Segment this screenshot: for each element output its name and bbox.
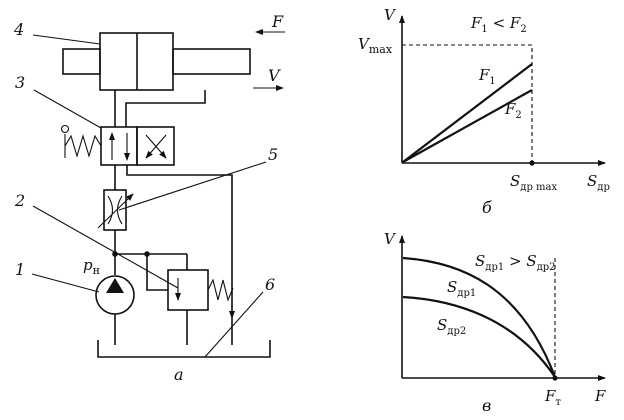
hydraulic-schematic: F V 4 3 5 2 1 6 pн а (13, 12, 285, 384)
pressure-line (112, 230, 188, 291)
graph-c-condition: Sдр1 > Sдр2 (475, 252, 556, 273)
label-throttle: 5 (268, 145, 278, 164)
force-label: F (271, 12, 284, 31)
graph-c-ft-label: Fт (544, 387, 561, 408)
valve-lines (114, 165, 235, 345)
graph-b-max-guides (402, 44, 533, 163)
hydraulic-pump (95, 275, 135, 345)
graph-b-xmax-label: Sдр max (510, 172, 557, 193)
graph-b-series-f1-label: F1 (478, 66, 496, 87)
graph-b-y-label: V (384, 6, 397, 24)
graph-b-series-f2 (402, 89, 533, 163)
graph-b-condition: F1 < F2 (470, 14, 527, 35)
graph-b-ymax-label: Vmax (358, 35, 393, 56)
graph-speed-vs-throttle: V Vmax F1 < F2 F1 F2 Sдр max Sдр б (358, 6, 610, 217)
pump-pressure-label: pн (83, 256, 100, 277)
hydraulic-cylinder (62, 32, 251, 91)
oil-tank (97, 340, 271, 358)
graph-c-series-s2 (402, 295, 556, 378)
label-tank: 6 (265, 275, 275, 294)
callout-leaders (31, 34, 267, 358)
label-directional-valve: 3 (15, 73, 25, 92)
velocity-arrow: V (253, 66, 284, 91)
graph-c-y-label: V (384, 230, 397, 248)
graph-c-x-label: F (594, 387, 606, 405)
graph-b-series-f2-label: F2 (504, 100, 522, 121)
graph-c-series-s2-label: Sдр2 (437, 316, 466, 337)
graph-b-x-label: Sдр (587, 172, 610, 193)
caption-a: а (174, 365, 184, 384)
velocity-label: V (268, 66, 281, 85)
caption-b: б (482, 198, 492, 217)
label-cylinder: 4 (13, 20, 24, 39)
label-relief-valve: 2 (14, 191, 25, 210)
force-arrow: F (255, 12, 285, 35)
graph-speed-vs-load: V Sдр1 > Sдр2 Sдр1 Sдр2 Fт F в (384, 230, 606, 415)
label-pump: 1 (15, 260, 25, 279)
graph-c-series-s1 (402, 256, 557, 378)
cylinder-lines (114, 90, 206, 127)
relief-valve (167, 269, 234, 345)
graph-b-xmax-point (529, 160, 535, 166)
graph-b-series-f1 (402, 63, 533, 163)
directional-valve (60, 124, 175, 166)
adjustable-throttle (97, 189, 134, 231)
caption-c: в (482, 396, 491, 415)
graph-c-series-s1-label: Sдр1 (447, 278, 476, 299)
